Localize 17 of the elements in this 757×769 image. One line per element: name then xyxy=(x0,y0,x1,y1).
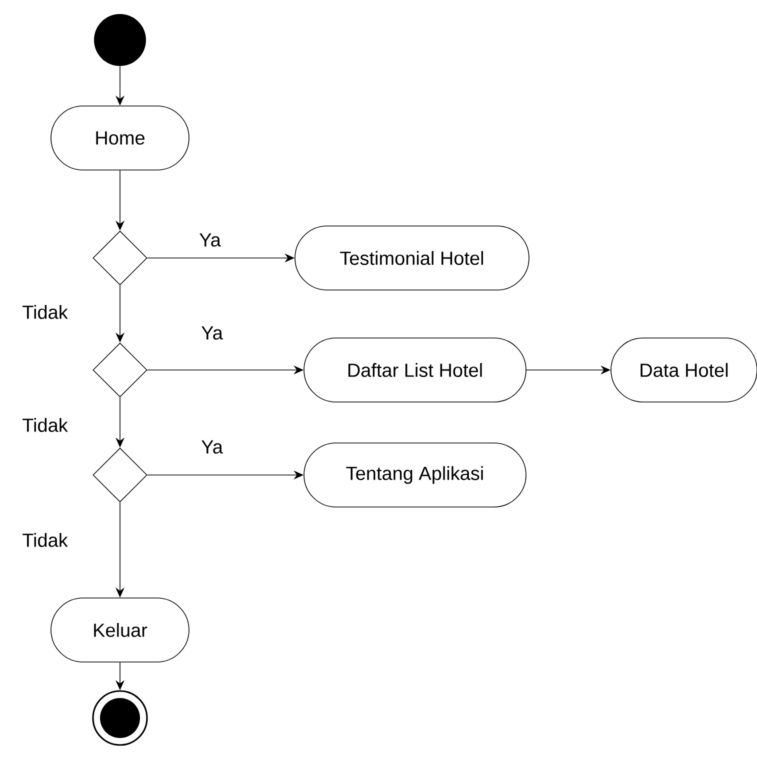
edge-label: Ya xyxy=(200,325,224,341)
edge-label: Tidak xyxy=(21,417,69,433)
decision-diamond xyxy=(92,448,148,502)
end-node xyxy=(92,690,148,746)
activity-box: Daftar List Hotel xyxy=(304,338,526,402)
decision-diamond xyxy=(92,342,148,398)
edge-label: Ya xyxy=(200,439,224,455)
activity-box: Data Hotel xyxy=(610,338,757,402)
start-node xyxy=(94,14,146,66)
edge-label: Tidak xyxy=(21,532,69,548)
activity-box: Tentang Aplikasi xyxy=(304,442,526,508)
edge-label: Tidak xyxy=(21,304,69,320)
activity-box: Home xyxy=(50,106,190,170)
activity-box: Testimonial Hotel xyxy=(294,226,530,290)
edge-label: Ya xyxy=(198,232,222,248)
decision-diamond xyxy=(92,230,148,286)
activity-box: Keluar xyxy=(50,598,190,662)
